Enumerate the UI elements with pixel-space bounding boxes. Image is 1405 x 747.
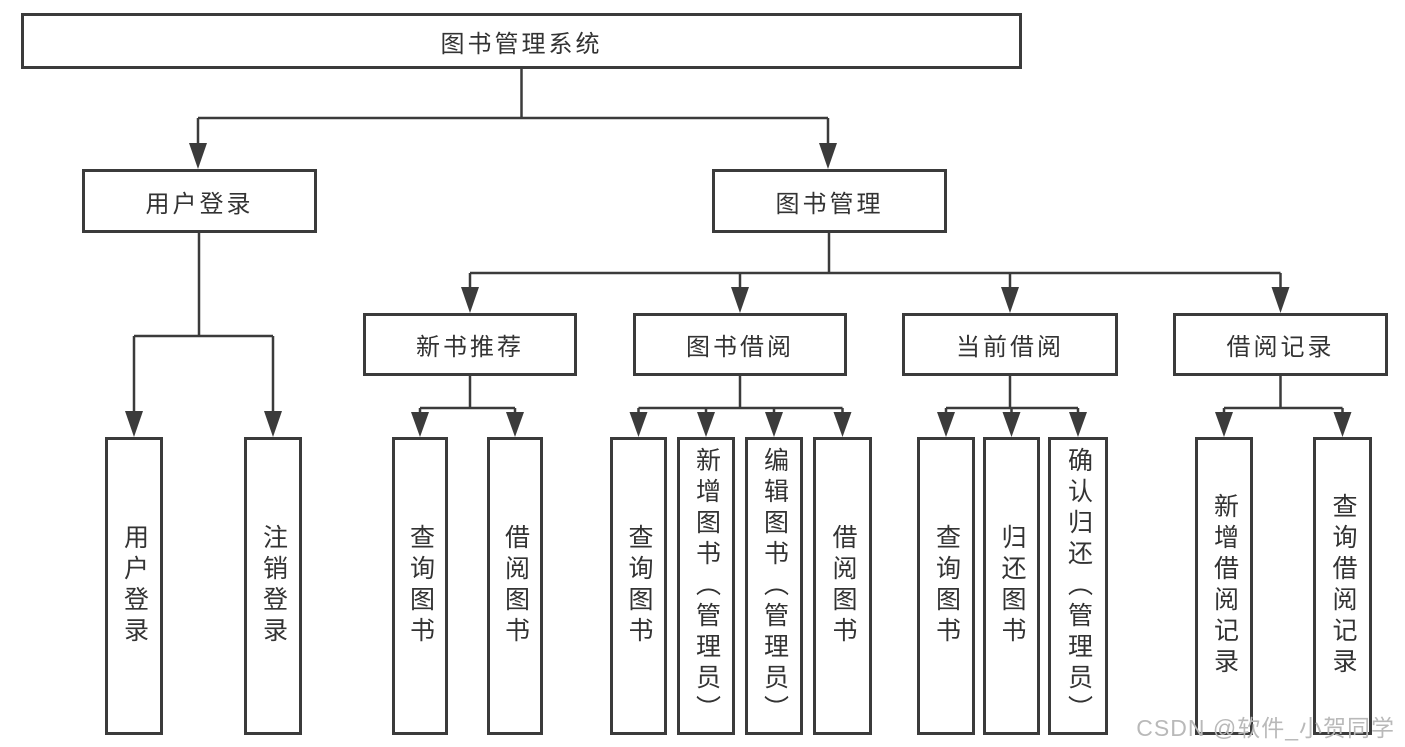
arrowhead — [819, 143, 837, 169]
leaf-user-login-label: 用户登录 — [120, 524, 149, 648]
leaf-logout: 注销登录 — [244, 437, 302, 735]
leaf-borrow-book-label: 借阅图书 — [829, 524, 857, 648]
node-new-book-recommend-label: 新书推荐 — [416, 334, 524, 361]
leaf-borrow-query-book: 查询图书 — [610, 437, 667, 735]
leaf-borrow-book: 借阅图书 — [813, 437, 872, 735]
node-book-borrow: 图书借阅 — [633, 313, 847, 376]
connector-borrow-to-leaves — [629, 376, 852, 437]
node-root-label: 图书管理系统 — [440, 30, 603, 58]
leaf-return-book-label: 归还图书 — [998, 524, 1026, 648]
leaf-recommend-borrow-book-label: 借阅图书 — [501, 524, 530, 648]
arrowhead — [189, 143, 207, 169]
leaf-add-borrow-record-label: 新增借阅记录 — [1210, 493, 1239, 679]
arrowhead — [125, 411, 143, 437]
leaf-recommend-query-book-label: 查询图书 — [406, 524, 435, 648]
leaf-add-book-admin-label: 新增图书（管理员） — [692, 446, 721, 726]
leaf-add-borrow-record: 新增借阅记录 — [1195, 437, 1253, 735]
leaf-recommend-borrow-book: 借阅图书 — [487, 437, 543, 735]
arrowhead — [411, 412, 429, 437]
leaf-edit-book-admin-label: 编辑图书（管理员） — [760, 446, 789, 726]
leaf-confirm-return-admin: 确认归还（管理员） — [1048, 437, 1108, 735]
connector-recommend-to-leaves — [411, 376, 524, 437]
arrowhead — [937, 412, 955, 437]
connector-current-to-leaves — [937, 376, 1087, 437]
node-current-borrow: 当前借阅 — [902, 313, 1118, 376]
arrowhead — [1271, 287, 1290, 313]
leaf-query-borrow-record: 查询借阅记录 — [1313, 437, 1372, 735]
leaf-return-book: 归还图书 — [983, 437, 1040, 735]
arrowhead — [506, 412, 524, 437]
node-borrow-records-label: 借阅记录 — [1226, 334, 1335, 361]
arrowhead — [629, 412, 648, 437]
leaf-user-login: 用户登录 — [105, 437, 163, 735]
connector-manage-to-level2 — [461, 233, 1290, 313]
arrowhead — [833, 412, 852, 437]
leaf-current-query-book: 查询图书 — [917, 437, 975, 735]
arrowhead — [765, 412, 783, 437]
leaf-current-query-book-label: 查询图书 — [932, 524, 961, 648]
node-user-login: 用户登录 — [82, 169, 317, 233]
arrowhead — [731, 287, 749, 313]
leaf-edit-book-admin: 编辑图书（管理员） — [745, 437, 803, 735]
csdn-watermark: CSDN @软件_小贺同学 — [1136, 715, 1395, 741]
node-borrow-records: 借阅记录 — [1173, 313, 1388, 376]
leaf-query-borrow-record-label: 查询借阅记录 — [1329, 493, 1357, 679]
node-new-book-recommend: 新书推荐 — [363, 313, 577, 376]
node-book-manage-label: 图书管理 — [775, 190, 884, 218]
node-current-borrow-label: 当前借阅 — [956, 334, 1064, 361]
leaf-recommend-query-book: 查询图书 — [392, 437, 448, 735]
leaf-borrow-query-book-label: 查询图书 — [625, 524, 653, 648]
arrowhead — [264, 411, 282, 437]
arrowhead — [461, 287, 479, 313]
arrowhead — [1333, 412, 1352, 437]
leaf-logout-label: 注销登录 — [259, 524, 288, 648]
connector-records-to-leaves — [1215, 376, 1352, 437]
connector-root-to-level1 — [189, 69, 837, 169]
arrowhead — [1069, 412, 1087, 437]
node-user-login-label: 用户登录 — [145, 190, 254, 218]
connector-login-to-leaves — [125, 233, 282, 437]
node-root: 图书管理系统 — [21, 13, 1022, 69]
node-book-borrow-label: 图书借阅 — [686, 334, 794, 361]
node-book-manage: 图书管理 — [712, 169, 947, 233]
leaf-confirm-return-admin-label: 确认归还（管理员） — [1064, 446, 1093, 726]
arrowhead — [697, 412, 715, 437]
arrowhead — [1215, 412, 1233, 437]
arrowhead — [1001, 287, 1019, 313]
leaf-add-book-admin: 新增图书（管理员） — [677, 437, 735, 735]
arrowhead — [1002, 412, 1021, 437]
